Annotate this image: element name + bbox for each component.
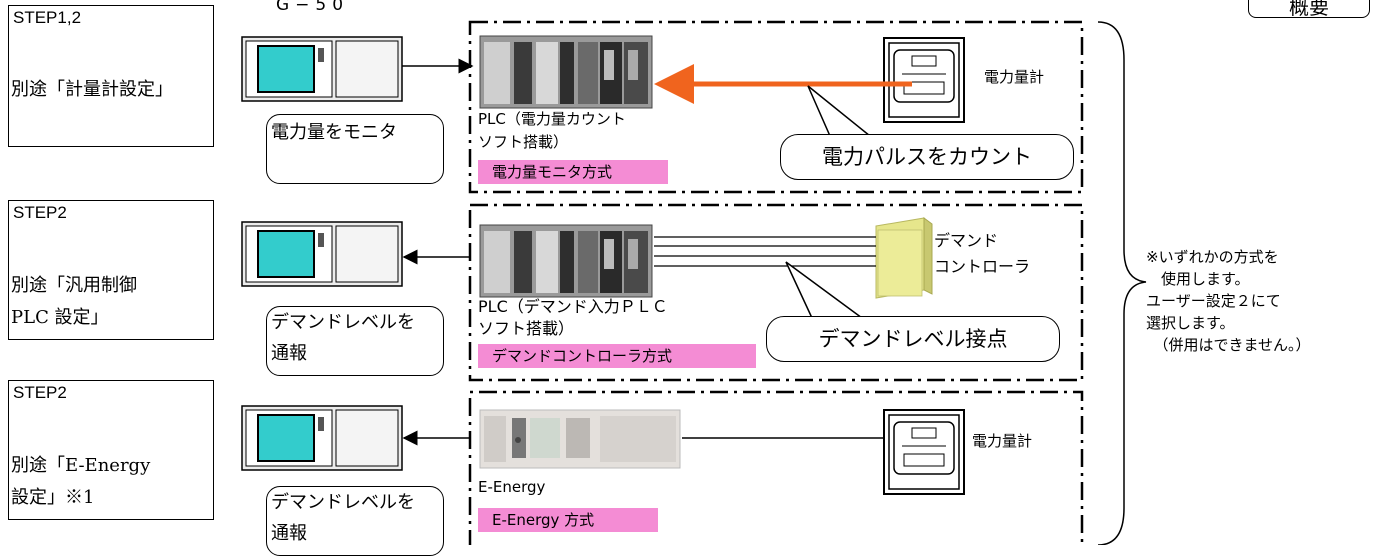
step-text: 別途「E-Energy bbox=[11, 455, 151, 476]
method-power-monitor: 電力量モニタ方式 bbox=[478, 160, 668, 184]
step-title: STEP2 bbox=[13, 383, 67, 402]
step-box-1: STEP1,2 別途「計量計設定」 bbox=[8, 5, 214, 147]
speech-text: デマンドレベル接点 bbox=[818, 327, 1008, 351]
method-panel-frames bbox=[468, 20, 1084, 545]
callout-demand-notify-1: デマンドレベルを 通報 bbox=[266, 306, 444, 376]
g50-unit-2 bbox=[241, 221, 403, 287]
callout-text: 通報 bbox=[271, 343, 307, 364]
note-line-3: ユーザー設定２にて bbox=[1146, 292, 1281, 310]
speech-text: 電力パルスをカウント bbox=[822, 145, 1032, 169]
step-title: STEP1,2 bbox=[13, 8, 82, 27]
callout-monitor: 電力量をモニタ bbox=[266, 114, 444, 184]
e-energy-label: E-Energy bbox=[478, 478, 546, 496]
plc-rack-2 bbox=[479, 224, 653, 298]
power-meter-label: 電力量計 bbox=[984, 68, 1045, 86]
e-energy-unit bbox=[479, 409, 681, 469]
panel-e-energy bbox=[468, 390, 1084, 545]
speech-pulse-count: 電力パルスをカウント bbox=[780, 134, 1074, 180]
note-line-2: 使用します。 bbox=[1146, 270, 1250, 288]
speech-demand-contact: デマンドレベル接点 bbox=[766, 316, 1060, 362]
step-text: 別途「汎用制御 bbox=[11, 275, 137, 296]
callout-text: デマンドレベルを bbox=[271, 312, 415, 333]
demand-controller bbox=[875, 217, 933, 299]
note-line-1: ※いずれかの方式を bbox=[1146, 248, 1279, 266]
plc-label-line2: ソフト搭載） bbox=[478, 319, 575, 338]
power-meter-2 bbox=[883, 409, 965, 495]
panel-power-monitor bbox=[468, 20, 1084, 194]
step-title: STEP2 bbox=[13, 203, 67, 222]
g50-unit-3 bbox=[241, 405, 403, 471]
panel-demand-controller bbox=[468, 203, 1084, 382]
g50-label: G−50 bbox=[276, 0, 350, 15]
power-meter-label-2: 電力量計 bbox=[972, 432, 1033, 450]
callout-text: デマンドレベルを bbox=[271, 492, 415, 513]
step-text: 設定」※1 bbox=[11, 487, 95, 508]
overview-badge: 概要 bbox=[1248, 0, 1370, 19]
right-brace bbox=[1097, 21, 1147, 545]
method-demand-controller: デマンドコントローラ方式 bbox=[478, 344, 756, 368]
speech-tail-1 bbox=[807, 85, 871, 137]
note-line-4: 選択します。 bbox=[1146, 314, 1235, 332]
speech-tail-2 bbox=[785, 261, 863, 319]
step-box-2: STEP2 別途「汎用制御 PLC 設定」 bbox=[8, 200, 214, 340]
overview-badge-text: 概要 bbox=[1289, 0, 1329, 19]
step-text: PLC 設定」 bbox=[11, 307, 109, 328]
power-meter-1 bbox=[883, 37, 965, 123]
callout-text: 電力量をモニタ bbox=[271, 122, 397, 143]
callout-text: 通報 bbox=[271, 523, 307, 544]
demand-controller-label-1: デマンド bbox=[934, 231, 999, 250]
demand-controller-label-2: コントローラ bbox=[934, 257, 1031, 276]
plc-rack-1 bbox=[479, 35, 653, 109]
callout-demand-notify-2: デマンドレベルを 通報 bbox=[266, 486, 444, 556]
step-text: 別途「計量計設定」 bbox=[11, 79, 173, 99]
g50-unit-1 bbox=[241, 36, 403, 102]
plc-label-line1: PLC（デマンド入力ＰＬＣ bbox=[478, 297, 668, 316]
plc-label-line1: PLC（電力量カウント bbox=[478, 110, 626, 128]
step-box-3: STEP2 別途「E-Energy 設定」※1 bbox=[8, 380, 214, 520]
method-e-energy: E-Energy 方式 bbox=[478, 508, 658, 532]
demand-contact-lines bbox=[654, 236, 876, 267]
note-line-5: （併用はできません。） bbox=[1146, 336, 1311, 354]
plc-label-line2: ソフト搭載） bbox=[478, 133, 569, 151]
